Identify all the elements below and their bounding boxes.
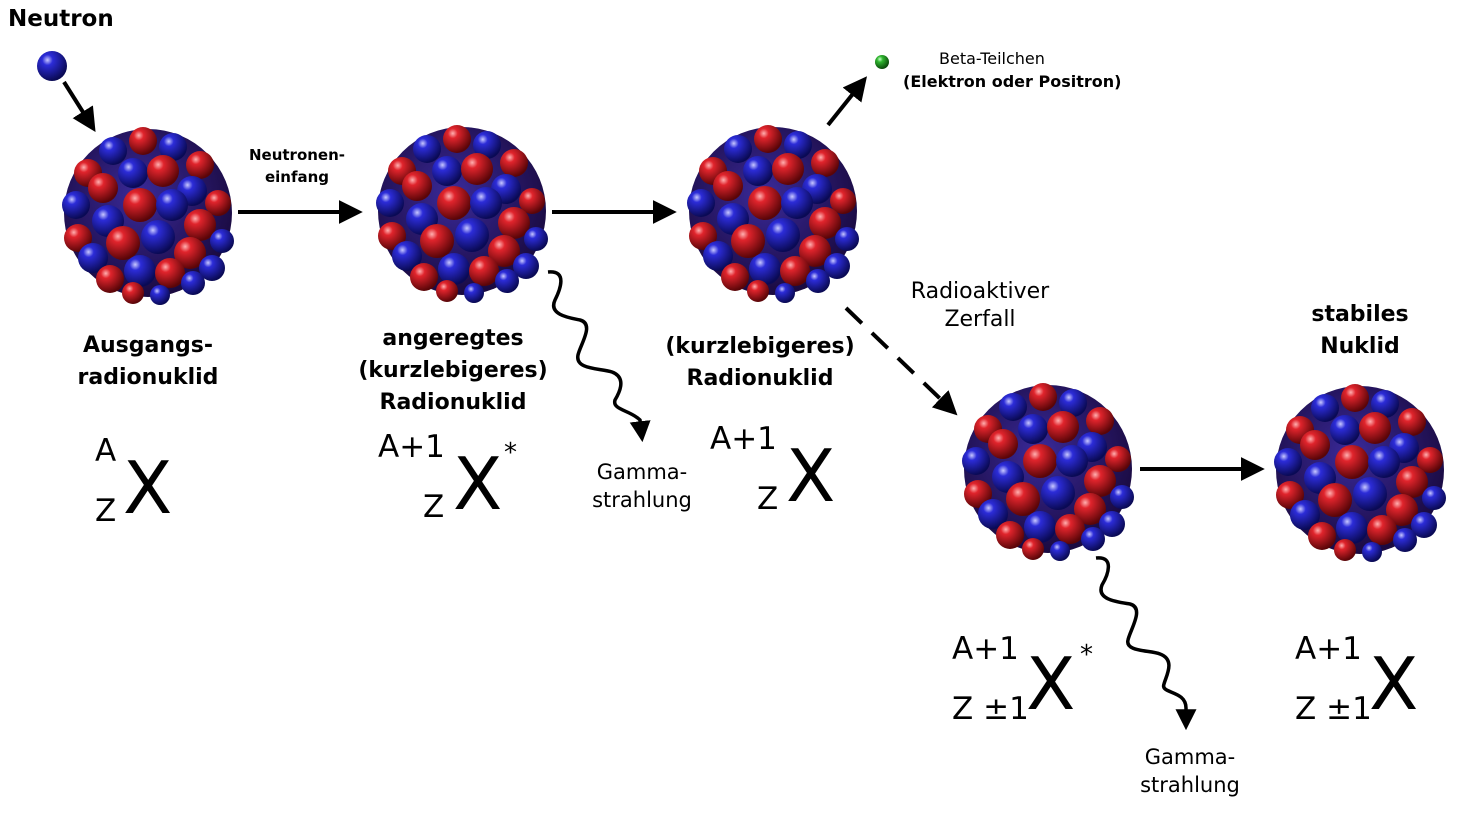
nucleus-stable [1274, 384, 1446, 562]
decay-arrow [844, 306, 958, 416]
stage-5-line1: stabiles [1311, 302, 1409, 327]
stage-3-label: (kurzlebigeres) Radionuklid [640, 331, 880, 395]
neutron-arrow [62, 80, 96, 133]
neutron-capture-line2: einfang [264, 168, 330, 186]
element-symbol: X [1026, 642, 1076, 726]
stage-1-line2: radionuklid [77, 365, 219, 390]
atomic-number: Z ±1 [1295, 691, 1372, 727]
stage-2-line1: angeregtes [382, 326, 524, 351]
atomic-number: Z [95, 493, 117, 529]
nucleus-excited-daughter [962, 383, 1134, 561]
gamma-2-line1: Gamma- [1144, 745, 1236, 769]
nucleus-ausgangsradionuklid [62, 127, 234, 305]
mass-number: A+1 [710, 421, 777, 457]
mass-number: A [95, 433, 117, 469]
stage-5-label: stabiles Nuklid [1270, 299, 1450, 363]
stage-2-line2: (kurzlebigeres) [358, 358, 548, 383]
atomic-number: Z [423, 489, 445, 525]
gamma-label-2: Gamma- strahlung [1120, 743, 1260, 799]
stage-2-line3: Radionuklid [379, 390, 527, 415]
beta-arrow [826, 76, 867, 127]
mass-number: A+1 [952, 631, 1019, 667]
stage-2-label: angeregtes (kurzlebigeres) Radionuklid [333, 323, 573, 419]
element-symbol: X [1369, 642, 1419, 726]
gamma-label-1: Gamma- strahlung [572, 458, 712, 514]
mass-number: A+1 [1295, 631, 1362, 667]
beta-particle [875, 55, 889, 69]
gamma-arrow-1 [547, 270, 651, 443]
stage-3-line1: (kurzlebigeres) [665, 334, 855, 359]
decay-line1: Radioaktiver [910, 279, 1050, 304]
beta-label: Beta-Teilchen (Elektron oder Positron) [903, 47, 1163, 93]
excited-marker: * [504, 438, 517, 468]
gamma-1-line2: strahlung [592, 488, 692, 512]
element-symbol: X [453, 442, 503, 526]
gamma-2-line2: strahlung [1140, 773, 1240, 797]
atomic-number: Z ±1 [952, 691, 1029, 727]
neutron-particle [37, 51, 67, 81]
stage-1-line1: Ausgangs- [82, 333, 213, 358]
decay-label: Radioaktiver Zerfall [880, 278, 1080, 334]
neutron-title: Neutron [8, 6, 114, 32]
element-symbol: X [786, 434, 836, 518]
element-symbol: X [123, 446, 173, 530]
gamma-arrow-2 [1095, 556, 1197, 731]
nucleus-angeregt [376, 125, 548, 303]
decay-line2: Zerfall [944, 307, 1016, 332]
beta-line1: Beta-Teilchen [939, 49, 1045, 68]
nucleus-kurzlebig [687, 125, 859, 303]
stage-5-line2: Nuklid [1320, 334, 1400, 359]
neutron-capture-line1: Neutronen- [248, 146, 346, 164]
stage-1-label: Ausgangs- radionuklid [48, 330, 248, 394]
neutron-capture-label: Neutronen- einfang [232, 144, 362, 188]
excited-marker: * [1080, 640, 1093, 670]
atomic-number: Z [757, 481, 779, 517]
beta-line2: (Elektron oder Positron) [903, 72, 1122, 91]
mass-number: A+1 [378, 429, 445, 465]
stage-3-line2: Radionuklid [686, 366, 834, 391]
gamma-1-line1: Gamma- [596, 460, 688, 484]
